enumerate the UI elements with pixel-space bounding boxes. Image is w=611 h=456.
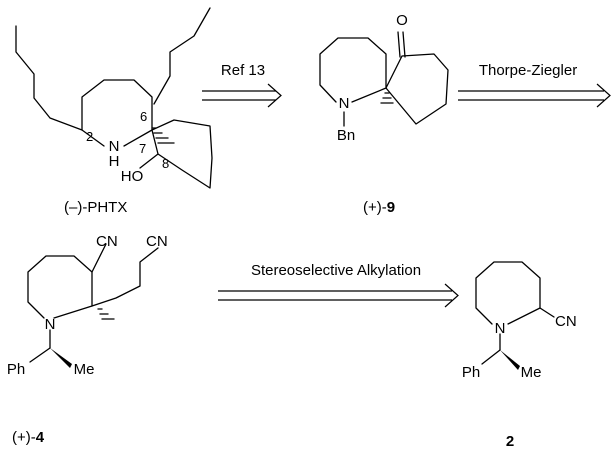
arrow-stereoselective-alkylation-label: Stereoselective Alkylation [251, 262, 421, 279]
c2-ph-label: Ph [462, 364, 480, 381]
c9-cyclohexanone-ring [385, 53, 449, 125]
c9-bn-label: Bn [337, 127, 355, 144]
phtx-cyclohexane-ring [151, 119, 213, 189]
arrow-thorpe-ziegler: Thorpe-Ziegler [458, 62, 611, 108]
c4-piperidine-ring [27, 255, 93, 319]
phtx-locant-8: 8 [162, 156, 169, 171]
c4-cn-label-1: CN [96, 233, 118, 250]
c2-cn-bond [539, 307, 555, 318]
phtx-hashed-bond [151, 127, 175, 144]
phtx-h-atom: H [109, 153, 120, 170]
c4-cn-label-2: CN [146, 233, 168, 250]
c4-ch-ph-bond [29, 347, 51, 363]
compound-2: N CN Ph Me 2 [462, 261, 577, 450]
phtx-n-atom: N [109, 138, 120, 155]
c9-n-atom: N [339, 95, 350, 112]
c4-cyanobutyl-chain [91, 247, 159, 307]
phtx-piperidine-ring [81, 79, 153, 147]
phtx-pentyl-chain [15, 25, 83, 131]
arrow-thorpe-ziegler-label: Thorpe-Ziegler [479, 62, 577, 79]
compound-9: O N Bn (+)-9 [319, 12, 449, 216]
phtx-locant-6: 6 [140, 109, 147, 124]
c4-wedge-me [50, 348, 72, 368]
c4-ph-label: Ph [7, 361, 25, 378]
c4-cn-bond-1 [91, 243, 107, 273]
c2-caption: 2 [506, 433, 514, 450]
phtx-oh-bond [139, 153, 159, 169]
c2-wedge-me [500, 350, 520, 370]
c2-ch-ph-bond [481, 349, 501, 365]
phtx-caption: (–)-PHTX [64, 199, 127, 216]
c9-caption: (+)-9 [363, 199, 395, 216]
compound-phtx: N H HO 2 6 7 8 (–)-PHTX [15, 7, 213, 216]
phtx-locant-2: 2 [86, 129, 93, 144]
phtx-locant-7: 7 [139, 141, 146, 156]
arrow-ref13: Ref 13 [202, 62, 282, 108]
c4-me-label: Me [74, 361, 95, 378]
c4-caption: (+)-4 [12, 429, 45, 446]
c4-hashed-bond [97, 308, 115, 320]
arrow-stereoselective-alkylation: Stereoselective Alkylation [218, 262, 459, 308]
c2-cn-label: CN [555, 313, 577, 330]
c9-carbonyl-bond [397, 31, 401, 58]
c2-n-atom: N [495, 320, 506, 337]
c9-piperidine-ring [319, 37, 387, 103]
compound-4: N CN CN Ph Me (+)-4 [7, 233, 168, 446]
phtx-butyl-chain [153, 7, 211, 105]
c9-hashed-bond [380, 92, 394, 104]
c2-piperidine-ring [475, 261, 541, 325]
c2-me-label: Me [521, 364, 542, 381]
c9-o-atom: O [396, 12, 408, 29]
arrow-ref13-label: Ref 13 [221, 62, 265, 79]
phtx-oh-label: HO [121, 168, 144, 185]
c4-n-atom: N [45, 316, 56, 333]
